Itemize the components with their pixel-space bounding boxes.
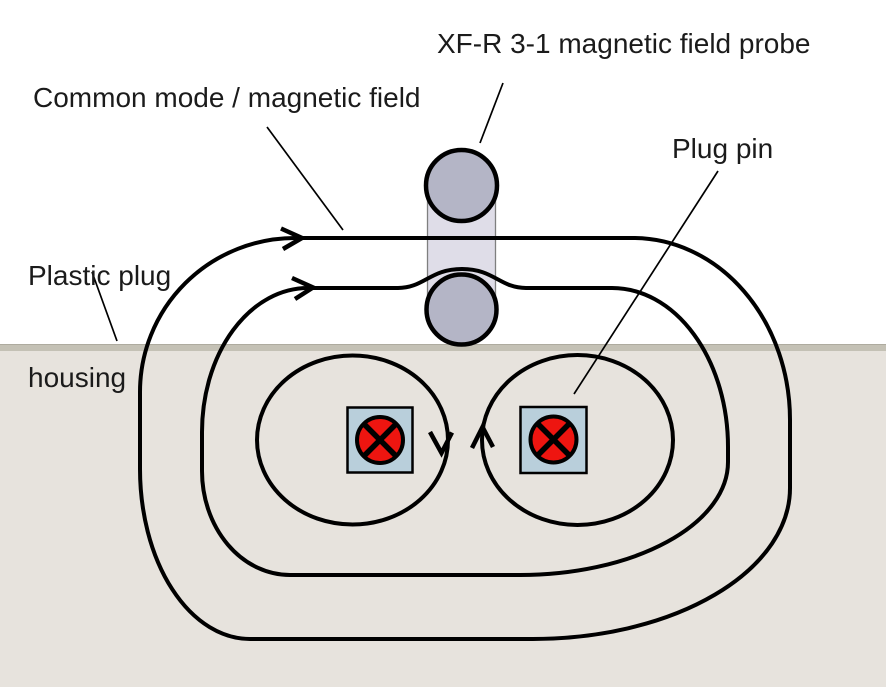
right-plug-pin: [519, 405, 588, 475]
arrow-up-right-circle-icon: [469, 422, 495, 450]
common-mode-label: Common mode / magnetic field: [33, 82, 421, 113]
plastic-housing-region: [0, 351, 886, 687]
middle-field-loop: [200, 266, 730, 577]
left-plug-pin: [346, 406, 414, 474]
probe-label: XF-R 3-1 magnetic field probe: [437, 28, 811, 59]
housing-label-line2: housing: [28, 362, 127, 393]
arrow-right-middle-icon: [291, 275, 318, 301]
common-mode-leader-line: [266, 126, 344, 231]
probe-coil-top: [423, 147, 500, 224]
arrow-right-outer-icon: [280, 226, 307, 251]
plug-pin-leader-line: [573, 170, 719, 395]
right-pin-field-circle: [480, 353, 675, 527]
housing-label-line1: Plastic plug: [28, 260, 172, 291]
probe-leader-line: [479, 82, 504, 144]
probe-coil-bottom: [424, 272, 499, 347]
housing-surface-edge: [0, 344, 886, 351]
plug-pin-label: Plug pin: [672, 133, 774, 164]
right-current-x-stroke: [535, 421, 572, 458]
left-current-x-stroke: [362, 422, 398, 458]
arrow-down-left-circle-icon: [428, 430, 455, 458]
housing-label: Plastic plug housing: [28, 191, 171, 463]
housing-leader-line: [91, 271, 118, 342]
outer-field-loop: [138, 236, 792, 641]
